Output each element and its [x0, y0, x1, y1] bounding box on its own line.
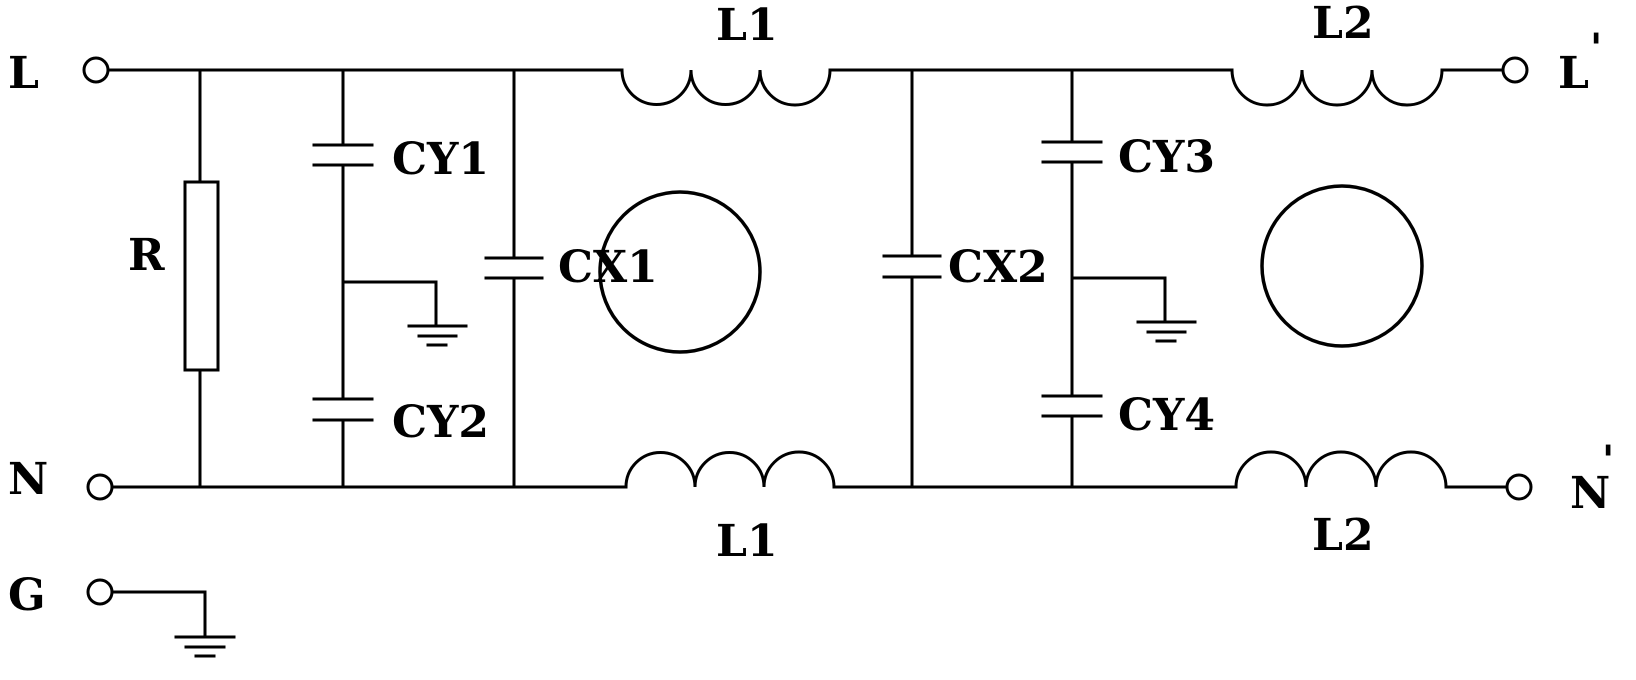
label-l2-top: L2 [1312, 0, 1374, 49]
inductor-core-2 [1260, 184, 1424, 348]
label-l2-bottom: L2 [1312, 510, 1374, 561]
label-l1-top: L1 [716, 0, 778, 51]
capacitor-cx1 [484, 68, 544, 489]
capacitor-cx2 [882, 68, 942, 489]
inductor-l2-top [1230, 68, 1444, 107]
label-cy2: CY2 [392, 397, 489, 448]
resistor-r [183, 68, 220, 489]
label-cy3: CY3 [1118, 132, 1215, 183]
label-l1-bottom: L1 [716, 516, 778, 567]
label-cx1: CX1 [558, 242, 658, 293]
terminal-l-in [82, 56, 110, 84]
inductor-l1-bottom [624, 450, 836, 489]
label-cy4: CY4 [1118, 390, 1215, 441]
label-l-out: L [1558, 48, 1589, 99]
label-n: N [8, 454, 48, 505]
label-cx2: CX2 [948, 242, 1048, 293]
inductor-l1-top [620, 68, 832, 107]
terminal-g [86, 578, 114, 606]
label-r: R [128, 230, 165, 281]
label-l: L [8, 48, 39, 99]
label-n-out: N [1570, 468, 1610, 519]
terminal-n-in [86, 473, 114, 501]
inductor-l2-bottom [1234, 450, 1448, 489]
ground-line [109, 590, 236, 658]
label-cy1: CY1 [392, 134, 489, 185]
inductor-core-1 [598, 190, 762, 354]
label-g: G [8, 570, 46, 621]
label-l-out-prime: ' [1590, 25, 1602, 72]
capacitor-cy1-cy2-branch [312, 68, 468, 489]
terminal-l-out [1501, 56, 1529, 84]
label-n-out-prime: ' [1602, 437, 1614, 484]
terminal-n-out [1505, 473, 1533, 501]
capacitor-cy3-cy4-branch [1041, 68, 1197, 489]
